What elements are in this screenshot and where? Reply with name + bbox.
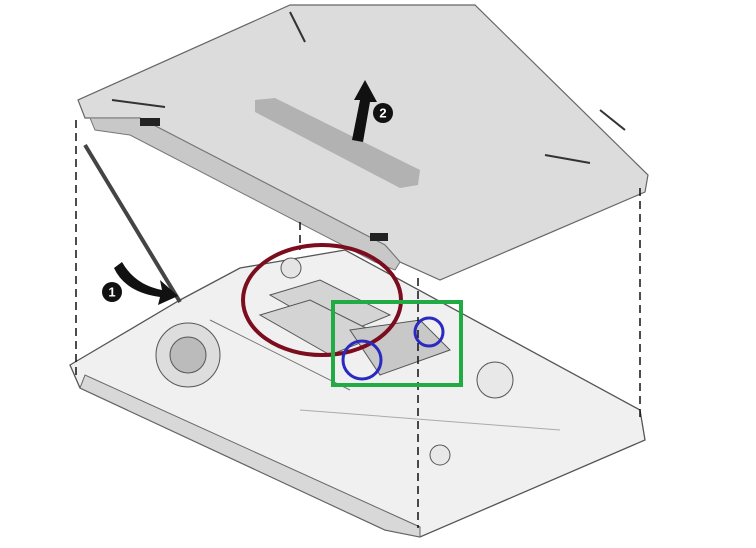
bottom-cover	[77, 4, 649, 281]
svg-text:1: 1	[108, 285, 115, 300]
screw-highlight-circle	[413, 316, 445, 348]
screw-highlight-circle	[341, 339, 383, 381]
callout-1: 1	[102, 282, 122, 302]
alignment-lines	[75, 120, 641, 528]
vent-grille	[255, 98, 420, 188]
svg-text:2: 2	[379, 106, 386, 121]
curved-arrow-icon	[114, 262, 178, 305]
laptop-base	[69, 249, 646, 538]
callout-2: 2	[373, 103, 393, 123]
rtc-battery	[280, 257, 302, 279]
region-highlight-rect	[331, 300, 463, 387]
up-arrow-icon	[352, 80, 377, 142]
pry-tool	[83, 143, 182, 304]
